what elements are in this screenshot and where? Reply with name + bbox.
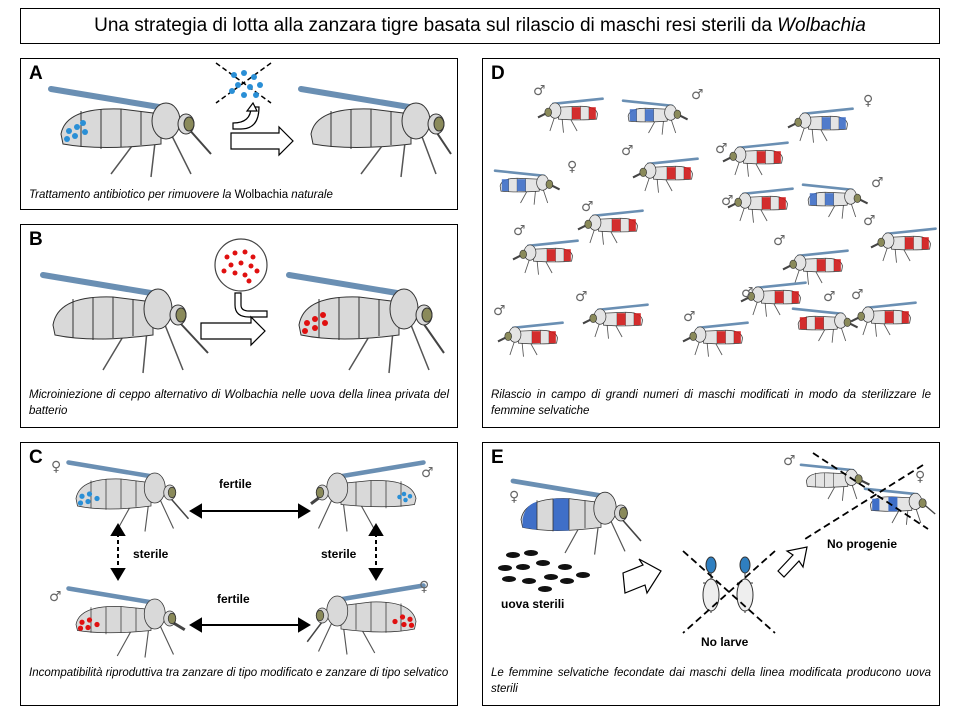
progeny-female xyxy=(863,487,936,525)
modified-female-bottom-right xyxy=(306,583,426,655)
swarm-mosquito xyxy=(493,169,561,206)
sterile-arrow-right xyxy=(368,523,384,581)
male-symbol: ♂ xyxy=(421,465,434,481)
process-arrow xyxy=(200,292,268,347)
male-symbol: ♂ xyxy=(871,175,884,191)
male-symbol: ♂ xyxy=(575,289,588,305)
panel-e-caption: Le femmine selvatiche fecondate dai masc… xyxy=(491,667,931,695)
swarm-mosquito xyxy=(576,209,644,246)
panel-b: B Microiniezione di ceppo alternativo di… xyxy=(20,224,458,428)
larvae-cross xyxy=(682,550,776,634)
fertile-label-bottom: fertile xyxy=(217,592,250,606)
male-symbol: ♂ xyxy=(513,223,526,239)
fertile-label-top: fertile xyxy=(219,477,252,491)
sterile-label-right: sterile xyxy=(321,547,357,561)
figure-title: Una strategia di lotta alla zanzara tigr… xyxy=(20,8,940,44)
male-symbol: ♂ xyxy=(863,213,876,229)
progeny-cross xyxy=(804,452,929,540)
male-symbol: ♂ xyxy=(721,193,734,209)
swarm-mosquito xyxy=(849,301,917,338)
swarm-mosquito xyxy=(721,141,789,178)
panel-c: ♀ ♂ ♂ ♀ C fertile fertile sterile steril… xyxy=(20,442,458,706)
female-symbol: ♀ xyxy=(419,579,429,595)
swarm-mosquito xyxy=(869,227,937,264)
swarm-mosquito xyxy=(681,321,749,358)
male-symbol: ♂ xyxy=(823,289,836,305)
male-symbol: ♂ xyxy=(533,83,546,99)
swarm-mosquito xyxy=(781,249,849,286)
male-symbol: ♂ xyxy=(691,87,704,103)
female-symbol: ♀ xyxy=(51,459,61,475)
panel-d-swarm: ♂ ♂ ♀ ♀ ♂ ♂ ♂ ♂ ♂ ♂ ♂ ♂ ♂ ♂ ♂ ♂ ♂ ♂ xyxy=(493,83,937,358)
swarm-mosquito xyxy=(631,157,699,194)
wild-male-top-right xyxy=(310,460,426,532)
female-symbol: ♀ xyxy=(863,93,873,109)
sterile-label-left: sterile xyxy=(133,547,169,561)
progeny-male xyxy=(799,463,871,503)
mosquito-without-wolbachia xyxy=(40,272,209,374)
panel-c-illustration: ♀ ♂ ♂ ♀ xyxy=(49,459,434,658)
swarm-mosquito xyxy=(786,107,854,144)
panel-e-letter: E xyxy=(491,447,504,468)
male-symbol: ♂ xyxy=(715,141,728,157)
modified-male-bottom-left xyxy=(66,586,186,658)
swarm-mosquito xyxy=(801,183,869,220)
eggs-label: uova sterili xyxy=(501,597,565,611)
male-symbol: ♂ xyxy=(851,287,864,303)
swarm-mosquito xyxy=(739,281,807,318)
swarm-mosquito xyxy=(726,187,794,224)
panel-a-caption: Trattamento antibiotico per rimuovere la… xyxy=(29,189,333,201)
wild-female-top-left xyxy=(66,460,190,532)
panel-c-letter: C xyxy=(29,447,43,468)
swarm-mosquito xyxy=(791,307,859,344)
panel-c-caption: Incompatibilità riproduttiva tra zanzare… xyxy=(29,667,449,679)
swarm-mosquito xyxy=(496,321,564,358)
female-symbol: ♀ xyxy=(509,489,519,505)
larvae xyxy=(702,556,754,613)
swarm-mosquito xyxy=(581,303,649,340)
wolbachia-culture-circle xyxy=(214,238,268,292)
panel-b-letter: B xyxy=(29,229,43,250)
female-symbol: ♀ xyxy=(567,159,577,175)
panel-e-illustration: ♀ ♂ ♀ xyxy=(498,452,936,634)
panel-e: ♀ ♂ ♀ E uova sterili No larve No progeni… xyxy=(482,442,940,706)
wild-female xyxy=(510,478,642,555)
arrow-to-larvae xyxy=(622,558,662,595)
male-symbol: ♂ xyxy=(621,143,634,159)
panel-d: ♂ ♂ ♀ ♀ ♂ ♂ ♂ ♂ ♂ ♂ ♂ ♂ ♂ ♂ ♂ ♂ ♂ ♂ D Rilascio in campo d… xyxy=(482,58,940,428)
panel-a-illustration xyxy=(48,62,452,178)
swarm-mosquito xyxy=(511,239,579,276)
arrow-to-progeny xyxy=(777,546,808,578)
process-arrow xyxy=(230,101,294,157)
panel-a: A Trattamento antibiotico per rimuovere … xyxy=(20,58,458,210)
sterile-arrow-left xyxy=(110,523,126,581)
progeny-label: No progenie xyxy=(827,537,898,551)
male-symbol: ♂ xyxy=(783,453,796,469)
panel-d-caption: Rilascio in campo di grandi numeri di ma… xyxy=(491,389,931,417)
swarm-mosquito xyxy=(621,99,689,136)
female-symbol: ♀ xyxy=(915,469,925,485)
sterile-eggs xyxy=(498,550,590,592)
panel-b-illustration xyxy=(40,238,445,374)
panel-d-letter: D xyxy=(491,63,505,84)
mosquito-with-wolbachia xyxy=(48,86,212,178)
male-symbol: ♂ xyxy=(581,199,594,215)
swarm-mosquito xyxy=(536,97,604,134)
fertile-arrow-top xyxy=(189,503,311,519)
panel-a-letter: A xyxy=(29,63,43,84)
male-symbol: ♂ xyxy=(49,589,62,605)
mosquito-with-new-wolbachia xyxy=(286,272,445,374)
title-text: Una strategia di lotta alla zanzara tigr… xyxy=(94,15,773,36)
title-italic: Wolbachia xyxy=(777,15,866,36)
male-symbol: ♂ xyxy=(683,309,696,325)
larvae-label: No larve xyxy=(701,635,749,649)
fertile-arrow-bottom xyxy=(189,617,311,633)
male-symbol: ♂ xyxy=(493,303,506,319)
male-symbol: ♂ xyxy=(741,285,754,301)
panel-b-caption: Microiniezione di ceppo alternativo di W… xyxy=(29,389,449,417)
antibiotic-crossed-bacteria xyxy=(215,62,272,104)
male-symbol: ♂ xyxy=(773,233,786,249)
mosquito-without-wolbachia xyxy=(298,86,452,178)
